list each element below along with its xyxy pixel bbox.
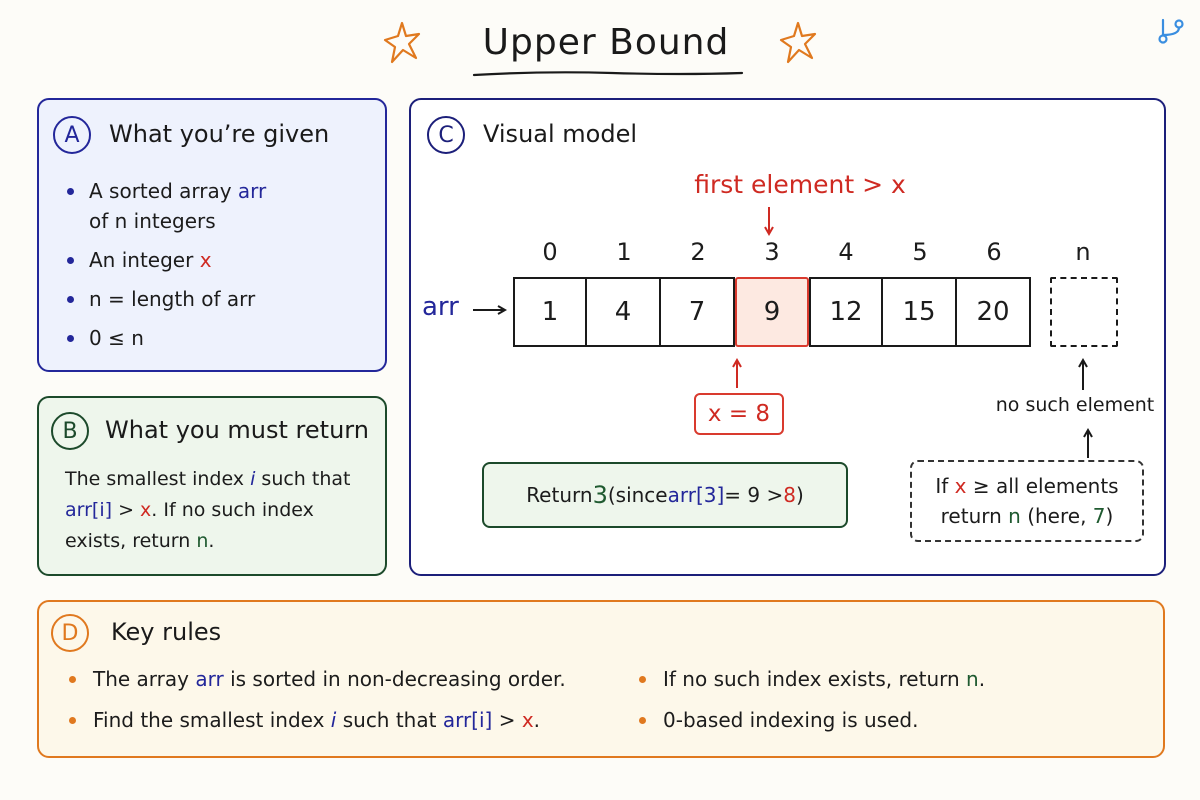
list-item: Find the smallest index i such that arr[… — [67, 705, 627, 746]
return-panel: B What you must return The smallest inde… — [37, 396, 387, 576]
rules-list-right: If no such index exists, return n. 0-bas… — [637, 664, 1147, 746]
page-title: Upper Bound — [482, 22, 730, 63]
section-badge-a: A — [53, 116, 91, 154]
return-description: The smallest index i such that arr[i] > … — [65, 468, 351, 552]
array-cell: 12 — [809, 277, 883, 347]
key-rules-title: Key rules — [111, 618, 222, 646]
array-cell-highlighted: 9 — [735, 277, 809, 347]
list-item: 0 ≤ n — [65, 323, 375, 353]
title-underline — [472, 71, 744, 77]
first-element-label: first element > x — [694, 170, 906, 199]
return-result-box: Return 3 (since arr[3] = 9 > 8 ) — [482, 462, 848, 528]
array-cell: 4 — [587, 277, 661, 347]
section-badge-d: D — [51, 614, 89, 652]
arr-term: arr — [237, 179, 267, 203]
visual-model-title: Visual model — [483, 120, 638, 148]
empty-cell-n — [1050, 277, 1118, 347]
array-cell: 15 — [883, 277, 957, 347]
section-badge-b: B — [51, 412, 89, 450]
sparkle-icon — [383, 21, 421, 64]
array-cell: 20 — [957, 277, 1031, 347]
array-cell: 7 — [661, 277, 735, 347]
branch-icon[interactable] — [1156, 16, 1186, 46]
n-index-label: n — [1075, 238, 1091, 266]
array-cell: 1 — [513, 277, 587, 347]
sparkle-icon — [779, 21, 817, 64]
edge-case-box: If x ≥ all elements return n (here, 7) — [910, 460, 1144, 542]
list-item: If no such index exists, return n. — [637, 664, 1147, 705]
index-label: 5 — [912, 238, 928, 266]
return-title: What you must return — [105, 416, 369, 444]
list-item: The array arr is sorted in non-decreasin… — [67, 664, 627, 705]
given-title: What you’re given — [109, 120, 330, 148]
title-area: Upper Bound — [0, 14, 1200, 84]
no-such-element-label: no such element — [995, 394, 1155, 416]
section-badge-c: C — [427, 116, 465, 154]
given-panel: A What you’re given A sorted array arr o… — [37, 98, 387, 372]
index-label: 1 — [616, 238, 632, 266]
index-label: 2 — [690, 238, 706, 266]
x-value-box: x = 8 — [694, 393, 784, 435]
index-label: 4 — [838, 238, 854, 266]
rules-list-left: The array arr is sorted in non-decreasin… — [67, 664, 627, 746]
index-label: 6 — [986, 238, 1002, 266]
return-value: 3 — [592, 481, 608, 509]
list-item: A sorted array arr of n integers — [65, 176, 375, 236]
arr-label: arr — [422, 292, 459, 322]
list-item: n = length of arr — [65, 284, 375, 314]
key-rules-panel: D Key rules The array arr is sorted in n… — [37, 600, 1165, 758]
list-item: 0-based indexing is used. — [637, 705, 1147, 746]
given-list: A sorted array arr of n integers An inte… — [65, 176, 375, 362]
x-term: x — [199, 248, 212, 272]
index-label: 0 — [542, 238, 558, 266]
index-label: 3 — [764, 238, 780, 266]
list-item: An integer x — [65, 245, 375, 275]
